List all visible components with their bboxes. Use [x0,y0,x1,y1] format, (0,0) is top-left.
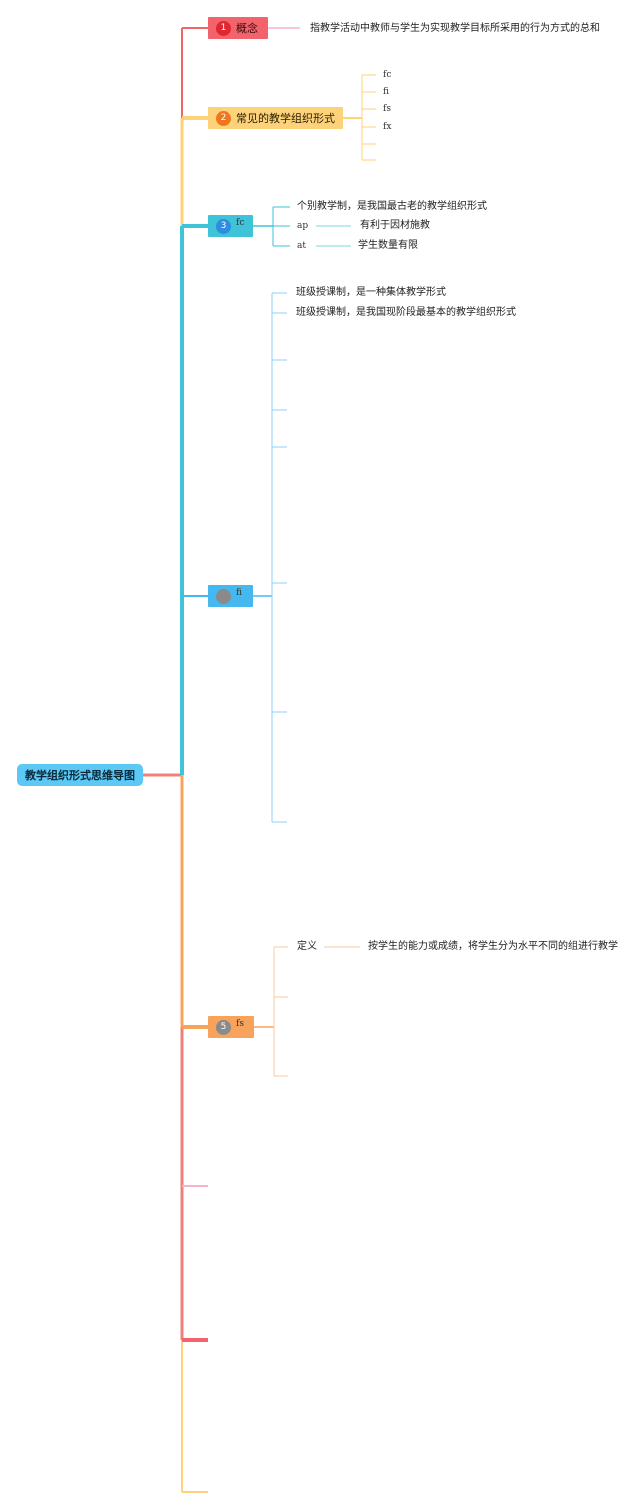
fc-ap-value[interactable]: 有利于因材施教 [360,220,430,231]
branch-label: fc [236,218,245,228]
branch-fi[interactable]: fi [208,585,253,607]
forms-item-fs[interactable]: fs [383,104,391,114]
fc-ap-key[interactable]: ap [297,221,309,231]
fc-at-key[interactable]: at [297,241,306,251]
number-badge-icon: 2 [216,110,231,126]
fc-at-value[interactable]: 学生数量有限 [358,240,418,251]
forms-item-fc[interactable]: fc [383,70,392,80]
number-badge-icon: 1 [216,20,231,36]
branch-label: 常见的教学组织形式 [236,112,335,125]
fi-item-basic[interactable]: 班级授课制，是我国现阶段最基本的教学组织形式 [296,307,516,318]
number-badge-icon: 3 [216,218,231,234]
concept-definition[interactable]: 指教学活动中教师与学生为实现教学目标所采用的行为方式的总和 [310,23,600,34]
number-badge-icon [216,588,231,604]
root-label: 教学组织形式思维导图 [25,769,135,782]
branch-label: fi [236,588,243,598]
branch-fc[interactable]: 3 fc [208,215,253,237]
fi-item-collective[interactable]: 班级授课制，是一种集体教学形式 [296,287,446,298]
fc-item-individual[interactable]: 个别教学制，是我国最古老的教学组织形式 [297,201,487,212]
branch-concept[interactable]: 1 概念 [208,17,268,39]
branch-fs[interactable]: 5 fs [208,1016,254,1038]
branch-label: fs [236,1019,244,1029]
fs-definition-value[interactable]: 按学生的能力或成绩，将学生分为水平不同的组进行教学 [368,941,618,952]
branch-common-forms[interactable]: 2 常见的教学组织形式 [208,107,343,129]
forms-item-fx[interactable]: fx [383,122,392,132]
forms-item-fi[interactable]: fi [383,87,390,97]
branch-label: 概念 [236,22,258,35]
number-badge-icon: 5 [216,1019,231,1035]
fs-definition-key[interactable]: 定义 [297,941,317,952]
root-topic[interactable]: 教学组织形式思维导图 [17,764,143,786]
